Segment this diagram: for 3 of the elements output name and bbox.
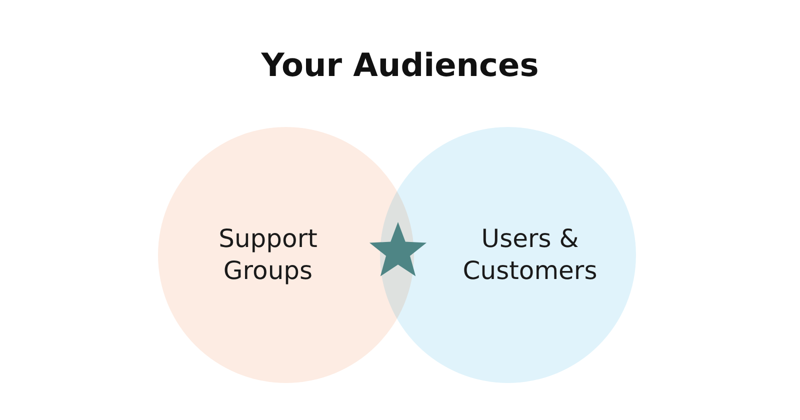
diagram-title: Your Audiences xyxy=(260,46,540,84)
circle-label: Users & Customers xyxy=(462,222,598,287)
circle-label: Support Groups xyxy=(218,222,318,287)
